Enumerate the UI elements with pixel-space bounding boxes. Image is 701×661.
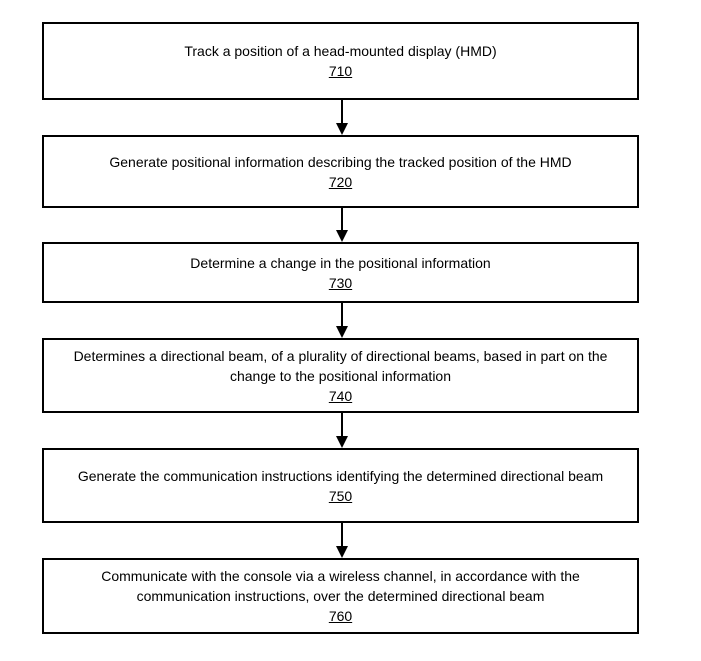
- flow-arrow-3: [336, 303, 348, 338]
- arrow-down-icon: [336, 123, 348, 135]
- arrow-shaft: [341, 523, 343, 547]
- arrow-down-icon: [336, 326, 348, 338]
- step-text-720: Generate positional information describi…: [109, 153, 572, 170]
- step-box-760: Communicate with the console via a wirel…: [42, 558, 639, 634]
- step-ref-720: 720: [328, 173, 353, 190]
- step-text-730: Determine a change in the positional inf…: [190, 254, 491, 271]
- step-ref-760: 760: [328, 608, 353, 624]
- step-text-750: Generate the communication instructions …: [77, 467, 604, 484]
- step-ref-750: 750: [328, 487, 353, 504]
- flow-arrow-1: [336, 100, 348, 135]
- flow-arrow-5: [336, 523, 348, 558]
- step-ref-730: 730: [328, 274, 353, 291]
- arrow-shaft: [341, 208, 343, 231]
- arrow-down-icon: [336, 436, 348, 448]
- step-box-710: Track a position of a head-mounted displ…: [42, 22, 639, 100]
- step-ref-710: 710: [328, 63, 353, 79]
- arrow-down-icon: [336, 230, 348, 242]
- step-box-720: Generate positional information describi…: [42, 135, 639, 208]
- arrow-shaft: [341, 413, 343, 437]
- step-box-740: Determines a directional beam, of a plur…: [42, 338, 639, 413]
- step-text-760: Communicate with the console via a wirel…: [101, 568, 580, 604]
- step-ref-740: 740: [328, 387, 353, 404]
- arrow-shaft: [341, 100, 343, 124]
- arrow-down-icon: [336, 546, 348, 558]
- step-box-730: Determine a change in the positional inf…: [42, 242, 639, 303]
- step-box-750: Generate the communication instructions …: [42, 448, 639, 523]
- step-text-740: Determines a directional beam, of a plur…: [73, 347, 608, 384]
- flow-arrow-4: [336, 413, 348, 448]
- flow-arrow-2: [336, 208, 348, 242]
- arrow-shaft: [341, 303, 343, 327]
- step-text-710: Track a position of a head-mounted displ…: [184, 43, 497, 59]
